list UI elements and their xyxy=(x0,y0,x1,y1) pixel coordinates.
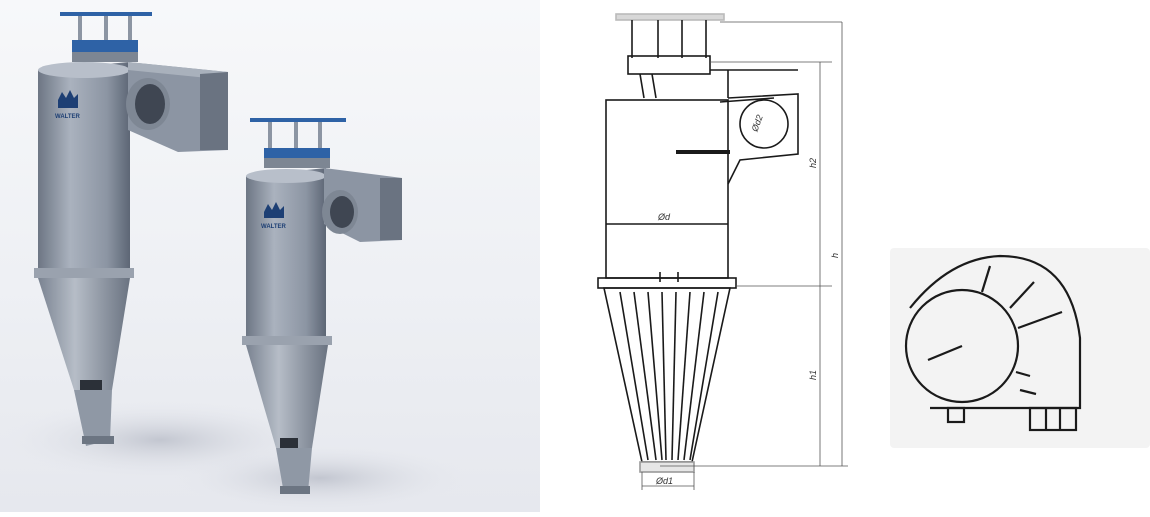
inner-circle xyxy=(904,288,1020,404)
scroll-housing xyxy=(909,254,1082,410)
drawing-inlet-circle xyxy=(739,99,789,149)
technical-drawing-panel: Ød2 Ød Ød1 h2 h h1 xyxy=(560,0,880,512)
cone-height-label: h1 xyxy=(808,370,818,380)
total-height-label: h xyxy=(830,253,840,258)
brand-logo: WALTER xyxy=(55,90,81,120)
drawing-outlet-pipe xyxy=(627,55,711,75)
brand-logo: WALTER xyxy=(261,202,287,230)
cyclone-renders: WALTER WALTER xyxy=(0,12,470,512)
support-foot xyxy=(946,406,966,424)
body-diameter-label: Ød xyxy=(657,212,671,222)
outlet-pipe-band xyxy=(72,40,138,54)
floor-shadow xyxy=(170,444,470,512)
outlet-pipe-band xyxy=(264,148,330,160)
brand-logo-text: WALTER xyxy=(55,114,81,120)
outlet-diameter-label: Ød2 xyxy=(749,113,765,133)
upper-height-label: h2 xyxy=(808,158,818,168)
small-cyclone: WALTER xyxy=(242,118,402,494)
large-cyclone: WALTER xyxy=(34,12,228,446)
drawing-rain-cap xyxy=(615,13,725,21)
top-view-panel xyxy=(890,248,1150,448)
dimension-lines xyxy=(641,21,848,490)
cone xyxy=(246,345,328,448)
outlet-flange xyxy=(1028,406,1078,432)
cyclone-render-panel: WALTER WALTER xyxy=(0,0,540,512)
drawing-flange xyxy=(597,277,737,289)
cylinder-body xyxy=(38,62,130,272)
bottom-diameter-label: Ød1 xyxy=(655,476,673,486)
flange xyxy=(242,336,332,345)
drawing-inlet xyxy=(727,93,799,185)
flange xyxy=(34,268,134,278)
top-view-drawing xyxy=(904,254,1082,432)
technical-drawing: Ød2 Ød Ød1 h2 h h1 xyxy=(597,13,848,490)
cylinder-body xyxy=(246,168,326,340)
drawing-cylinder-body xyxy=(605,99,729,279)
rain-cap xyxy=(60,12,152,16)
rain-cap xyxy=(250,118,346,122)
brand-logo-text: WALTER xyxy=(261,224,287,230)
cone xyxy=(38,278,130,390)
